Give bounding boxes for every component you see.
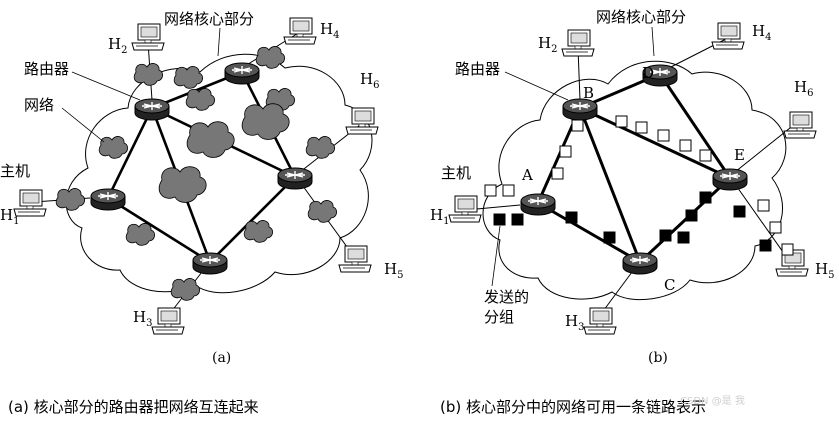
node-a: A — [521, 166, 533, 184]
node-d: D — [642, 64, 654, 82]
node-c: C — [664, 276, 675, 294]
host-h1-a: H1 — [0, 206, 19, 227]
host-h4-a: H4 — [320, 20, 339, 41]
title-a: 网络核心部分 — [164, 10, 254, 28]
host-h4-b: H4 — [752, 22, 771, 43]
network-label-a: 网络 — [24, 96, 54, 114]
host-h6-a: H6 — [360, 70, 379, 91]
host-label-b: 主机 — [441, 164, 471, 182]
diagram-b: A B C D E 网络核心部分 路由器 主机 发送的 分组 H1 H2 H3 … — [430, 8, 834, 366]
host-h2-a: H2 — [108, 35, 127, 56]
node-e: E — [734, 146, 745, 164]
packet-label-line2: 分组 — [484, 308, 514, 326]
node-b: B — [583, 84, 594, 102]
host-h3-a: H3 — [133, 308, 152, 329]
packet-label-line1: 发送的 — [484, 288, 529, 306]
core-cloud-b — [482, 60, 787, 301]
host-h5-a: H5 — [384, 260, 403, 281]
links-b — [536, 72, 732, 264]
title-b: 网络核心部分 — [596, 8, 686, 26]
host-label-a: 主机 — [0, 162, 30, 180]
host-h3-b: H3 — [565, 312, 584, 333]
router-label-a: 路由器 — [24, 60, 69, 78]
host-h6-b: H6 — [794, 78, 813, 99]
caption-right: (b) 核心部分中的网络可用一条链路表示 — [440, 398, 706, 416]
packets-solid — [493, 191, 772, 252]
diagram-a: 网络核心部分 路由器 网络 主机 H1 H2 H3 H4 H5 H6 (a) — [0, 10, 403, 366]
watermark: CSDN @是 我 — [680, 395, 745, 407]
packets-hollow — [484, 115, 794, 256]
router-label-b: 路由器 — [455, 60, 500, 78]
host-h1-b: H1 — [430, 206, 449, 227]
host-h5-b: H5 — [815, 260, 834, 281]
subcaption-b: (b) — [648, 350, 668, 366]
caption-left: (a) 核心部分的路由器把网络互连起来 — [8, 398, 259, 416]
host-h2-b: H2 — [538, 34, 557, 55]
subcaption-a: (a) — [212, 350, 231, 366]
